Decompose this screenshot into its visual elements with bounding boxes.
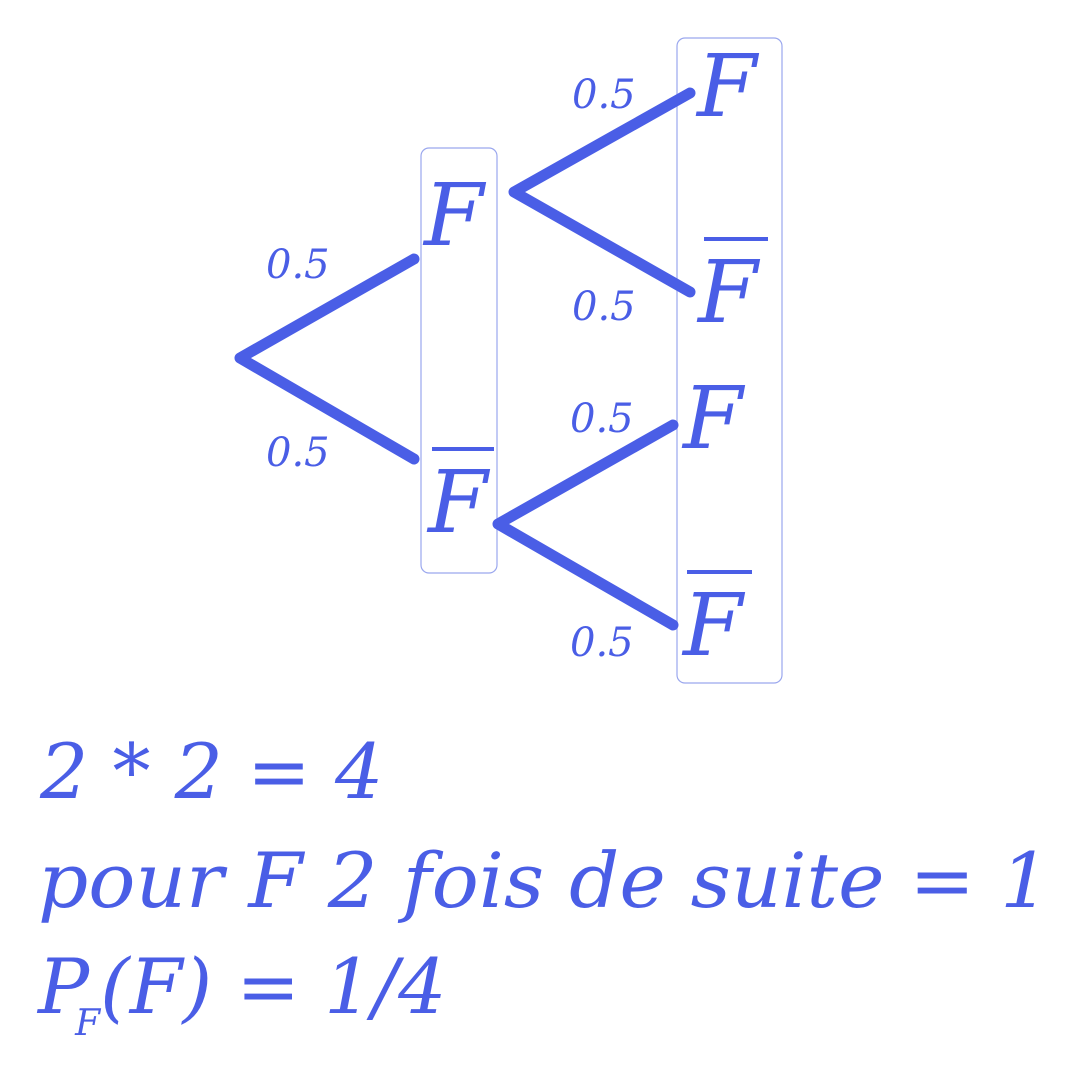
level2-outcome-box — [676, 37, 783, 684]
calc-line-2: pour F 2 fois de suite = 1 — [38, 836, 1050, 925]
calc-line-3: PF(F) = 1/4 — [36, 942, 446, 1044]
branch-probabilities: 0.5 0.5 0.5 0.5 0.5 0.5 — [266, 72, 636, 666]
prob-notF-bottom: 0.5 — [570, 620, 634, 666]
calc-line-3-prefix: P — [36, 942, 91, 1031]
prob-root-bottom: 0.5 — [266, 430, 330, 476]
calc-line-1: 2 * 2 = 4 — [39, 727, 383, 816]
outcome-notF-level1: F — [426, 453, 491, 553]
prob-root-top: 0.5 — [266, 242, 330, 288]
branch-root — [234, 253, 420, 465]
prob-F-top: 0.5 — [572, 72, 636, 118]
prob-notF-top: 0.5 — [570, 396, 634, 442]
outcome-notFF: F — [681, 369, 746, 469]
outcome-FF: F — [695, 37, 760, 137]
level1-outcome-box — [420, 147, 498, 574]
outcome-FnotF: F — [696, 243, 761, 343]
outcome-notFnotF: F — [681, 576, 746, 676]
outcome-labels: F F F F F F — [422, 37, 768, 676]
branch-from-not-F — [492, 419, 679, 631]
prob-F-bottom: 0.5 — [572, 284, 636, 330]
calc-line-3-subscript: F — [74, 1003, 102, 1044]
outcome-F-level1: F — [422, 166, 487, 266]
calculations: 2 * 2 = 4 pour F 2 fois de suite = 1 PF(… — [36, 727, 1050, 1044]
branch-from-F — [508, 87, 696, 298]
calc-line-3-rest: (F) = 1/4 — [100, 942, 446, 1031]
tree-branches — [234, 87, 696, 631]
